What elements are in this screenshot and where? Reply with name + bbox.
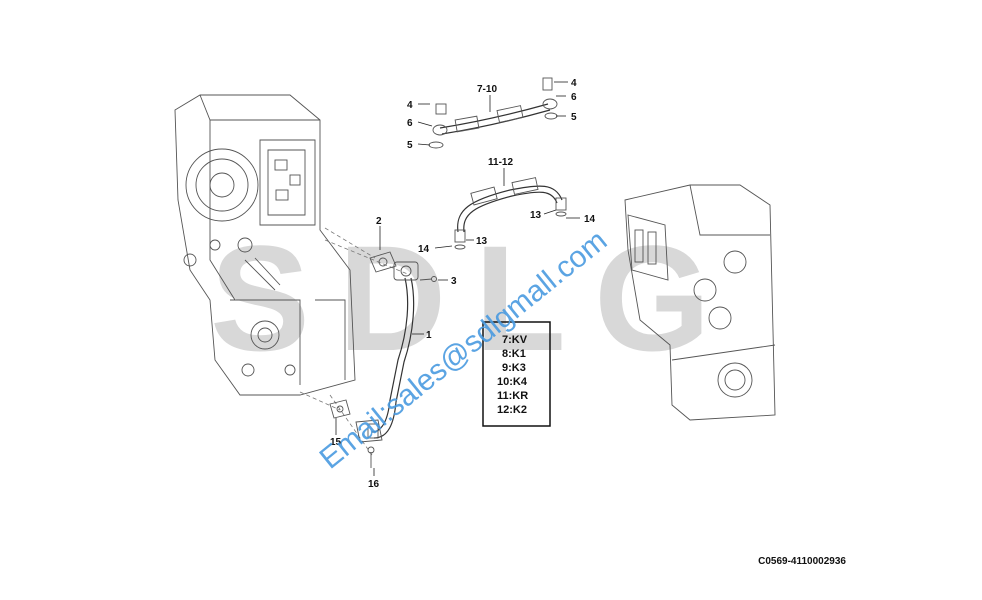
callout-5-right: 5 xyxy=(571,112,577,123)
callout-2: 2 xyxy=(376,216,382,227)
callout-13-right: 13 xyxy=(530,210,542,221)
callout-4-right: 4 xyxy=(571,78,577,89)
callout-6-right: 6 xyxy=(571,92,577,103)
callout-14-left: 14 xyxy=(418,244,430,255)
pipe-assembly-1 xyxy=(329,251,437,468)
legend-item: 7:KV xyxy=(502,334,528,346)
legend-item: 9:K3 xyxy=(502,362,526,374)
callout-7-10: 7-10 xyxy=(477,84,497,95)
leader-lines xyxy=(335,81,580,476)
transmission-housing-left xyxy=(174,94,356,396)
callout-1: 1 xyxy=(426,330,432,341)
drawing-code: C0569-4110002936 xyxy=(758,556,846,567)
legend-box: 7:KV 8:K1 9:K3 10:K4 11:KR 12:K2 xyxy=(482,321,551,427)
legend-item: 11:KR xyxy=(497,390,528,402)
legend-item: 10:K4 xyxy=(497,376,528,388)
callout-5-left: 5 xyxy=(407,140,413,151)
callout-labels: 4 6 5 7-10 4 6 5 11-12 13 14 14 13 2 3 1… xyxy=(330,78,596,490)
callout-11-12: 11-12 xyxy=(488,157,513,168)
callout-3: 3 xyxy=(451,276,457,287)
callout-13-left: 13 xyxy=(476,236,488,247)
callout-14-right: 14 xyxy=(584,214,596,225)
callout-4-left: 4 xyxy=(407,100,413,111)
hose-assembly-11-12 xyxy=(454,177,567,250)
callout-15: 15 xyxy=(330,437,342,448)
hose-assembly-7-10 xyxy=(428,77,558,149)
assembly-guide-lines xyxy=(299,227,411,456)
callout-6-left: 6 xyxy=(407,118,413,129)
legend-item: 8:K1 xyxy=(502,348,526,360)
legend-item: 12:K2 xyxy=(497,404,527,416)
callout-16: 16 xyxy=(368,479,380,490)
transmission-housing-right xyxy=(624,184,776,421)
